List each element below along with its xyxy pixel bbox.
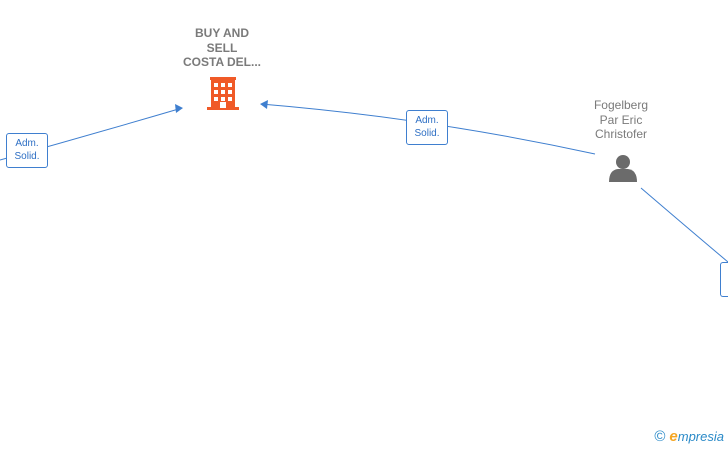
person-icon[interactable]	[609, 155, 637, 182]
edge-label-left-line-2: Solid.	[14, 151, 40, 162]
brand-initial: e	[669, 428, 678, 445]
person-label-line-1: Fogelberg	[593, 98, 649, 112]
edge-arrowhead-company-left	[175, 104, 183, 113]
edge-line-person-to-right	[640, 187, 728, 263]
building-icon[interactable]	[207, 77, 239, 110]
edge-label-offscreen-right[interactable]	[720, 262, 728, 297]
edge-label-right[interactable]: Adm. Solid.	[406, 110, 448, 145]
company-label-line-2: SELL	[206, 40, 238, 55]
edge-label-right-line-2: Solid.	[414, 128, 440, 139]
company-label-line-3: COSTA DEL...	[183, 55, 261, 69]
brand-watermark: © empresia	[654, 428, 724, 445]
edge-label-right-line-1: Adm.	[415, 115, 439, 126]
brand-logo: empresia	[669, 428, 724, 445]
person-node-label[interactable]: Fogelberg Par Eric Christofer	[566, 98, 676, 142]
edge-label-left[interactable]: Adm. Solid.	[6, 133, 48, 168]
person-label-line-2: Par Eric	[599, 112, 643, 127]
copyright-icon: ©	[654, 428, 666, 445]
edge-arrowhead-company-right	[260, 100, 268, 109]
company-node-label[interactable]: BUY AND SELL COSTA DEL...	[162, 26, 282, 70]
person-label-line-3: Christofer	[594, 127, 647, 141]
company-label-line-1: BUY AND	[194, 26, 249, 40]
edge-label-left-line-1: Adm.	[15, 138, 39, 149]
brand-name: mpresia	[677, 429, 724, 444]
